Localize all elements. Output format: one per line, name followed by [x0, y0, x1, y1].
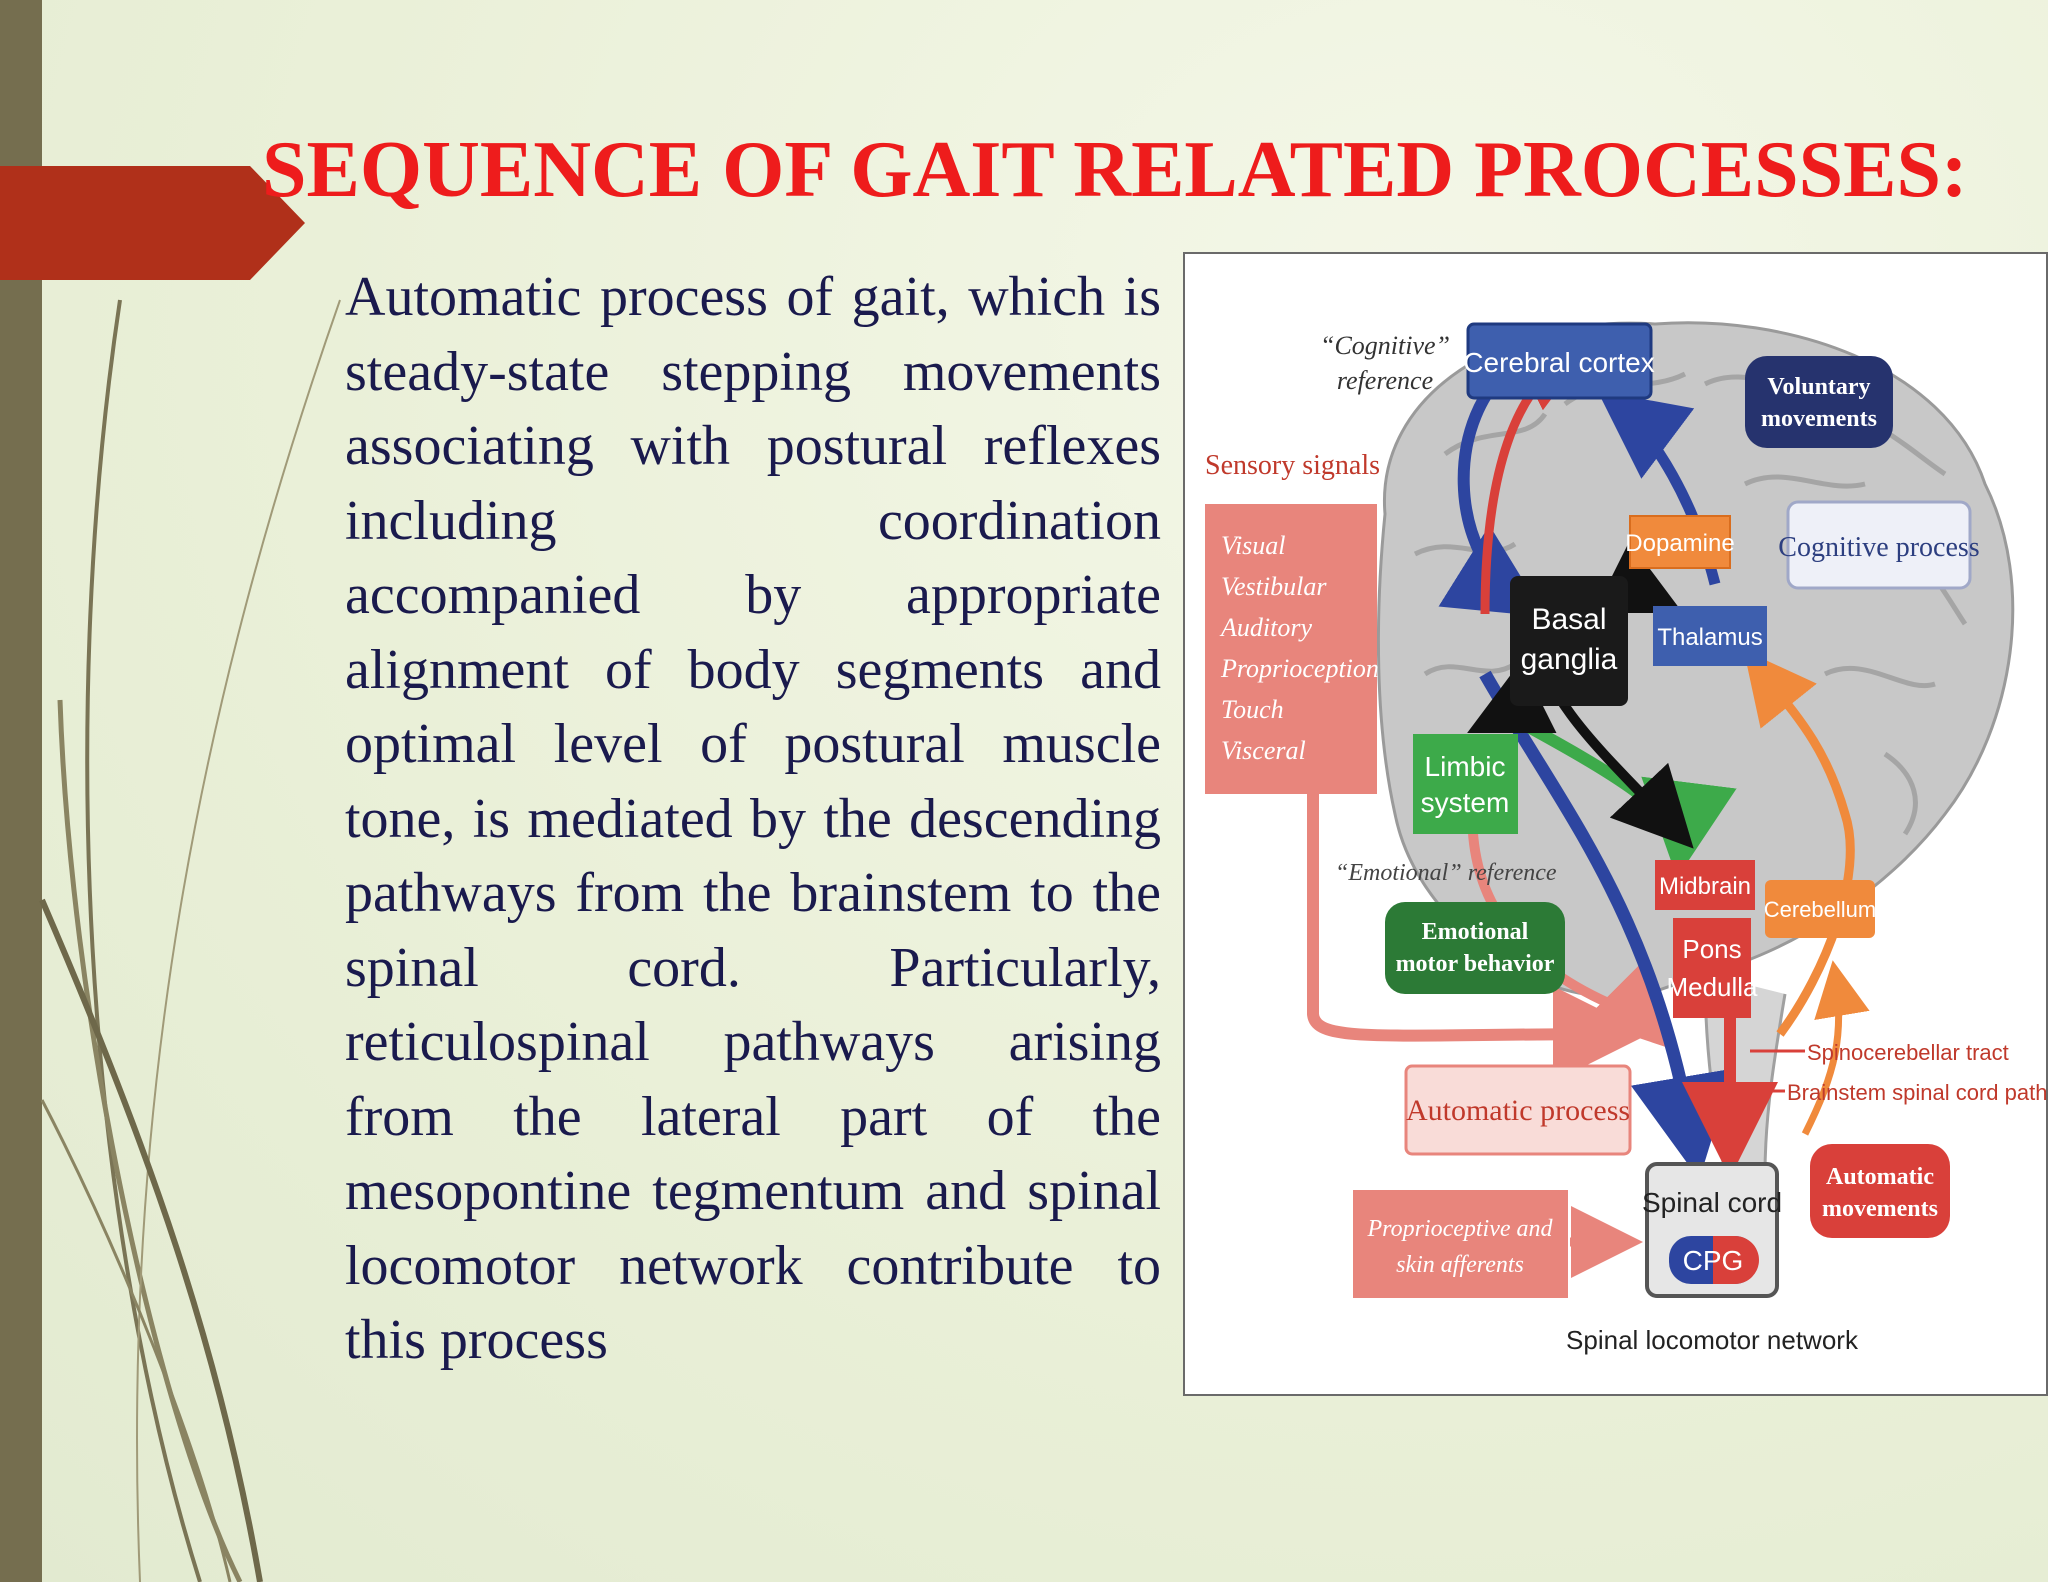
basal-ganglia-box: Basal ganglia	[1510, 576, 1628, 706]
svg-text:Midbrain: Midbrain	[1659, 873, 1751, 900]
cognitive-reference-label: “Cognitive” reference	[1320, 331, 1450, 395]
cerebral-cortex-box: Cerebral cortex	[1463, 322, 1655, 400]
limbic-system-box: Limbic system	[1413, 734, 1518, 834]
svg-text:Cerebral cortex: Cerebral cortex	[1463, 347, 1654, 378]
diagram-canvas: “Cognitive” reference Cerebral cortex Vo…	[1205, 321, 2046, 1355]
svg-text:Visceral: Visceral	[1221, 736, 1306, 765]
sensory-signals-label: Sensory signals	[1205, 450, 1380, 481]
cpg-label: CPG	[1683, 1245, 1744, 1276]
svg-text:Dopamine: Dopamine	[1625, 530, 1734, 557]
svg-text:Cognitive process: Cognitive process	[1778, 532, 1979, 563]
voluntary-movements-box: Voluntary movements	[1745, 356, 1893, 448]
automatic-process-box: Automatic process	[1404, 1064, 1632, 1156]
svg-text:Spinal cord: Spinal cord	[1642, 1187, 1782, 1218]
slide-title: SEQUENCE OF GAIT RELATED PROCESSES:	[262, 126, 1968, 214]
thalamus-box: Thalamus	[1653, 606, 1767, 666]
slide-body-text: Automatic process of gait, which is stea…	[345, 266, 1161, 1371]
svg-text:Cerebellum: Cerebellum	[1764, 897, 1877, 922]
gait-process-diagram: “Cognitive” reference Cerebral cortex Vo…	[1183, 252, 2048, 1396]
svg-text:Pons: Pons	[1682, 934, 1741, 964]
svg-text:Visual: Visual	[1221, 531, 1286, 560]
svg-text:Basal: Basal	[1531, 603, 1606, 636]
svg-text:ganglia: ganglia	[1521, 643, 1618, 676]
svg-text:Auditory: Auditory	[1219, 613, 1312, 642]
spinocerebellar-tract-label: Spinocerebellar tract	[1807, 1040, 2009, 1065]
dopamine-box: Dopamine	[1625, 515, 1735, 569]
svg-text:movements: movements	[1761, 406, 1877, 432]
svg-text:motor behavior: motor behavior	[1396, 951, 1555, 977]
pons-medulla-box: Pons Medulla	[1666, 918, 1758, 1018]
cerebellum-box: Cerebellum	[1764, 880, 1877, 938]
decorative-curves	[39, 299, 341, 1582]
brainstem-spinal-cord-label: Brainstem spinal cord pathways	[1787, 1080, 2046, 1105]
midbrain-box: Midbrain	[1655, 860, 1755, 910]
svg-text:Voluntary: Voluntary	[1767, 374, 1870, 400]
proprioceptive-afferents-box: Proprioceptive and skin afferents	[1353, 1190, 1568, 1298]
svg-text:Emotional: Emotional	[1422, 919, 1529, 945]
svg-text:Automatic: Automatic	[1826, 1164, 1934, 1190]
emotional-reference-label: “Emotional” reference	[1335, 860, 1557, 886]
spinal-locomotor-network-label: Spinal locomotor network	[1566, 1325, 1859, 1355]
svg-text:Limbic: Limbic	[1425, 751, 1506, 782]
svg-text:reference: reference	[1337, 366, 1433, 395]
svg-text:Vestibular: Vestibular	[1221, 572, 1327, 601]
svg-text:Automatic process: Automatic process	[1406, 1094, 1630, 1127]
svg-text:Proprioception: Proprioception	[1220, 654, 1379, 683]
emotional-motor-behavior-box: Emotional motor behavior	[1385, 902, 1565, 994]
cognitive-process-box: Cognitive process	[1778, 500, 1980, 590]
svg-text:Medulla: Medulla	[1666, 972, 1758, 1002]
svg-text:“Cognitive”: “Cognitive”	[1320, 331, 1450, 360]
svg-text:Touch: Touch	[1221, 695, 1284, 724]
svg-text:skin afferents: skin afferents	[1396, 1252, 1524, 1278]
sensory-list-box: Visual Vestibular Auditory Proprioceptio…	[1205, 504, 1379, 794]
spinal-cord-box: Spinal cord CPG	[1642, 1162, 1782, 1298]
title-ribbon-arrow	[0, 166, 305, 280]
svg-text:system: system	[1421, 787, 1510, 818]
svg-text:movements: movements	[1822, 1196, 1938, 1222]
svg-text:Thalamus: Thalamus	[1657, 624, 1762, 651]
svg-text:Proprioceptive and: Proprioceptive and	[1366, 1216, 1553, 1242]
automatic-movements-box: Automatic movements	[1810, 1144, 1950, 1238]
